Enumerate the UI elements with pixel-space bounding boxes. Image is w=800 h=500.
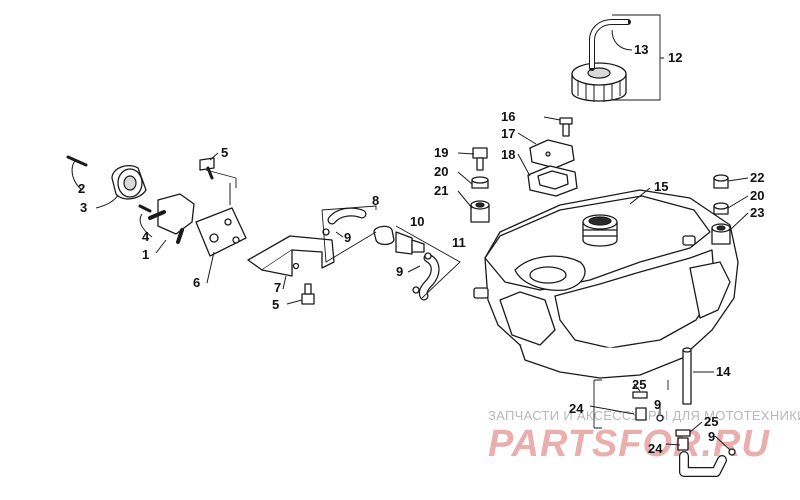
callout-labels: 1 2 3 4 5 5 6 7 8 9 9 9 9 10 11 12 13 14… xyxy=(78,42,764,456)
group-brackets xyxy=(205,14,669,429)
callout-10: 10 xyxy=(410,214,424,229)
callout-2: 2 xyxy=(78,181,85,196)
callout-6: 6 xyxy=(193,275,200,290)
callout-9-drain-a: 9 xyxy=(654,397,661,412)
callout-4: 4 xyxy=(142,229,150,244)
callout-8: 8 xyxy=(372,193,379,208)
callout-24-lower: 24 xyxy=(648,441,663,456)
callout-5-upper: 5 xyxy=(221,145,228,160)
callout-17: 17 xyxy=(501,126,515,141)
callout-15: 15 xyxy=(654,179,668,194)
sender-plate-assembly xyxy=(527,117,578,197)
left-mount-hardware xyxy=(470,147,490,223)
callout-25-lower: 25 xyxy=(704,414,718,429)
callout-3: 3 xyxy=(80,200,87,215)
callout-20-left: 20 xyxy=(434,164,448,179)
callout-18: 18 xyxy=(501,147,515,162)
fuel-line-assembly xyxy=(322,207,440,301)
callout-5-lower: 5 xyxy=(272,297,279,312)
callout-9-upper: 9 xyxy=(344,230,351,245)
mounting-bracket xyxy=(247,235,335,305)
callout-19: 19 xyxy=(434,145,448,160)
callout-14: 14 xyxy=(716,364,731,379)
watermark-logo: PARTSFOR.RU xyxy=(488,423,770,465)
fuel-valve-assembly xyxy=(66,155,247,257)
callout-23: 23 xyxy=(750,205,764,220)
leader-lines xyxy=(71,29,749,451)
callout-12: 12 xyxy=(668,50,682,65)
callout-25-upper: 25 xyxy=(632,377,646,392)
callout-24-upper: 24 xyxy=(569,401,584,416)
fuel-cap-assembly xyxy=(571,19,631,102)
callout-20-right: 20 xyxy=(750,188,764,203)
callout-21: 21 xyxy=(434,183,448,198)
callout-9-drain-b: 9 xyxy=(708,429,715,444)
right-mount-hardware xyxy=(711,174,731,245)
drain-assembly xyxy=(632,347,736,477)
callout-11: 11 xyxy=(452,235,466,250)
callout-13: 13 xyxy=(634,42,648,57)
callout-1: 1 xyxy=(142,247,149,262)
fuel-tank xyxy=(473,189,739,379)
callout-16: 16 xyxy=(501,109,515,124)
callout-9-lower: 9 xyxy=(396,264,403,279)
callout-7: 7 xyxy=(274,280,281,295)
callout-22: 22 xyxy=(750,170,764,185)
